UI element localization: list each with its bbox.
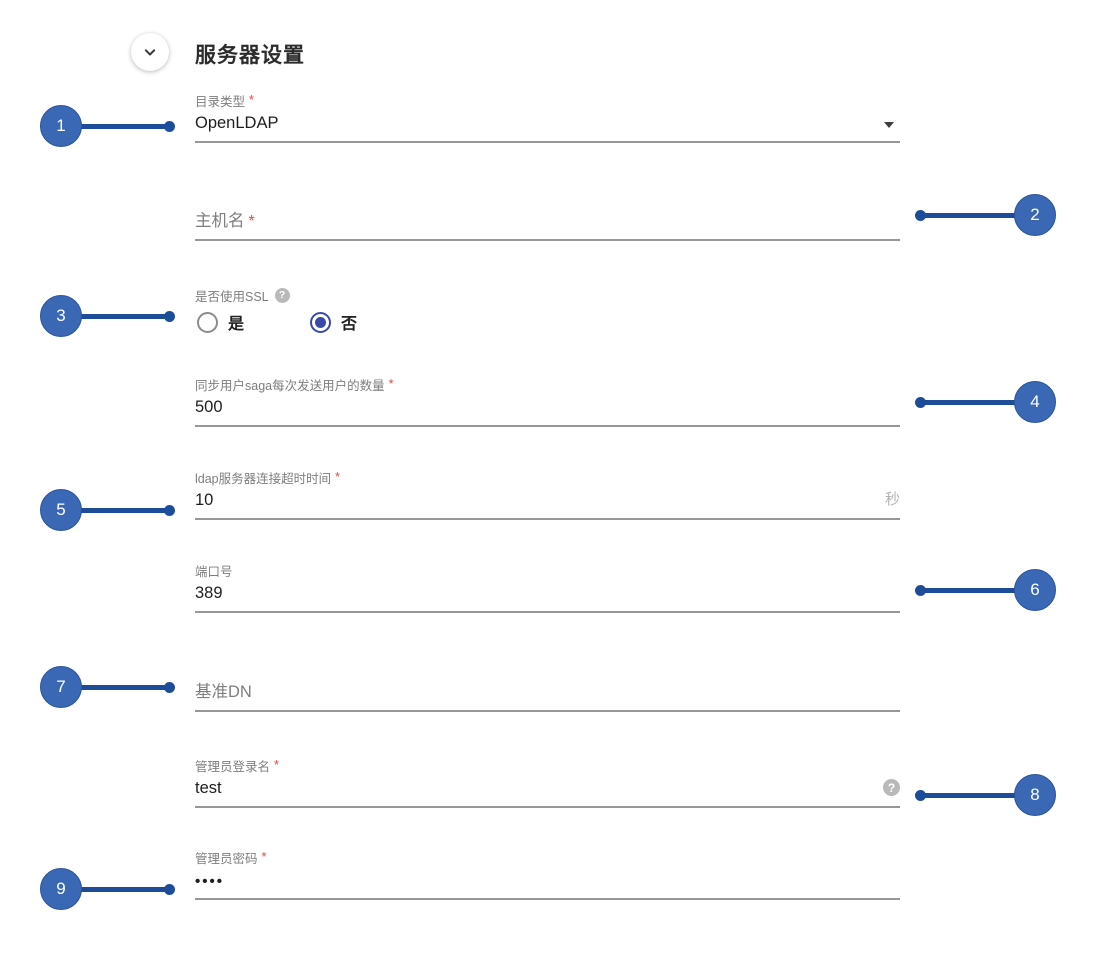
- callout-number-badge: 1: [40, 105, 82, 147]
- port-input[interactable]: 389: [195, 578, 900, 613]
- field-hostname: 主机名*: [195, 204, 900, 241]
- password-masked-value: ••••: [195, 873, 225, 890]
- input-value: test: [195, 779, 222, 797]
- field-label: 端口号: [195, 562, 900, 579]
- label-text: 是否使用SSL: [195, 289, 269, 304]
- field-directory-type: 目录类型 * OpenLDAP: [195, 92, 900, 143]
- callout-number-badge: 7: [40, 666, 82, 708]
- callout-number-badge: 2: [1014, 194, 1056, 236]
- callout-number-badge: 9: [40, 868, 82, 910]
- required-asterisk: *: [274, 758, 279, 772]
- callout-endpoint-dot: [915, 396, 926, 408]
- field-ldap-timeout: ldap服务器连接超时时间 * 10 秒: [195, 469, 900, 520]
- callout-3: 3: [40, 295, 176, 337]
- callout-connector: [76, 684, 170, 690]
- admin-login-input[interactable]: test ?: [195, 773, 900, 808]
- help-icon[interactable]: ?: [274, 287, 290, 303]
- input-value: 500: [195, 398, 223, 416]
- callout-endpoint-dot: [164, 504, 175, 516]
- callout-number-badge: 3: [40, 295, 82, 337]
- callout-endpoint-dot: [164, 120, 175, 132]
- callout-connector: [76, 313, 170, 319]
- label-text: 同步用户saga每次发送用户的数量: [195, 378, 385, 393]
- callout-connector: [76, 123, 170, 129]
- placeholder-label: 主机名*: [195, 212, 255, 230]
- callout-endpoint-dot: [164, 310, 175, 322]
- field-base-dn: 基准DN: [195, 675, 900, 712]
- callout-connector: [921, 792, 1019, 798]
- label-text: 端口号: [195, 564, 233, 579]
- ssl-radio-group: 是 否: [195, 310, 900, 334]
- input-value: 10: [195, 491, 214, 509]
- field-label: 管理员密码 *: [195, 849, 900, 866]
- field-label: 目录类型 *: [195, 92, 900, 109]
- callout-number-badge: 8: [1014, 774, 1056, 816]
- callout-connector: [921, 399, 1019, 405]
- hostname-input[interactable]: 主机名*: [195, 204, 900, 241]
- field-port: 端口号 389: [195, 562, 900, 613]
- radio-circle-unselected: [197, 311, 218, 333]
- callout-connector: [76, 507, 170, 513]
- dropdown-arrow-icon: [884, 122, 894, 128]
- saga-batch-input[interactable]: 500: [195, 392, 900, 427]
- callout-number-badge: 4: [1014, 381, 1056, 423]
- callout-1: 1: [40, 105, 176, 147]
- callout-endpoint-dot: [915, 584, 926, 596]
- label-text: 目录类型: [195, 94, 246, 109]
- callout-endpoint-dot: [915, 209, 926, 221]
- radio-circle-selected: [310, 311, 332, 333]
- callout-endpoint-dot: [915, 789, 926, 801]
- select-value: OpenLDAP: [195, 114, 279, 132]
- callout-endpoint-dot: [164, 681, 175, 693]
- required-asterisk: *: [261, 850, 267, 864]
- callout-7: 7: [40, 666, 176, 708]
- field-label: 同步用户saga每次发送用户的数量 *: [195, 376, 900, 393]
- label-text: 管理员登录名: [195, 759, 271, 774]
- required-asterisk: *: [388, 377, 394, 391]
- radio-label: 是: [228, 316, 245, 333]
- directory-type-select[interactable]: OpenLDAP: [195, 108, 900, 143]
- field-admin-login: 管理员登录名 * test ?: [195, 757, 900, 808]
- collapse-toggle-button[interactable]: [131, 33, 169, 71]
- field-label: ldap服务器连接超时时间 *: [195, 469, 900, 486]
- placeholder-label: 基准DN: [195, 683, 252, 701]
- callout-number-badge: 5: [40, 489, 82, 531]
- ssl-radio-yes[interactable]: 是: [197, 310, 244, 334]
- callout-9: 9: [40, 868, 176, 910]
- ldap-timeout-input[interactable]: 10 秒: [195, 485, 900, 520]
- radio-dot: [315, 316, 327, 328]
- callout-connector: [921, 587, 1019, 593]
- field-label: 管理员登录名 *: [195, 757, 900, 774]
- callout-endpoint-dot: [164, 883, 175, 895]
- ssl-radio-no[interactable]: 否: [310, 310, 357, 334]
- callout-2: 2: [914, 194, 1056, 236]
- label-text: ldap服务器连接超时时间: [195, 471, 332, 486]
- chevron-down-icon: [140, 42, 160, 62]
- base-dn-input[interactable]: 基准DN: [195, 675, 900, 712]
- section-title: 服务器设置: [195, 44, 305, 67]
- field-saga-batch: 同步用户saga每次发送用户的数量 * 500: [195, 376, 900, 427]
- callout-8: 8: [914, 774, 1056, 816]
- callout-connector: [921, 212, 1019, 218]
- field-label: 是否使用SSL ?: [195, 287, 900, 304]
- label-text: 管理员密码: [195, 851, 258, 866]
- field-admin-password: 管理员密码 * ••••: [195, 849, 900, 900]
- required-asterisk: *: [249, 93, 254, 107]
- admin-password-input[interactable]: ••••: [195, 865, 900, 900]
- required-asterisk: *: [335, 470, 341, 484]
- required-asterisk: *: [248, 213, 255, 230]
- callout-connector: [76, 886, 170, 892]
- callout-number-badge: 6: [1014, 569, 1056, 611]
- field-use-ssl: 是否使用SSL ? 是 否: [195, 287, 900, 334]
- input-value: 389: [195, 584, 223, 602]
- unit-suffix: 秒: [884, 491, 900, 508]
- callout-4: 4: [914, 381, 1056, 423]
- help-icon[interactable]: ?: [883, 779, 900, 796]
- callout-5: 5: [40, 489, 176, 531]
- radio-label: 否: [341, 316, 358, 333]
- callout-6: 6: [914, 569, 1056, 611]
